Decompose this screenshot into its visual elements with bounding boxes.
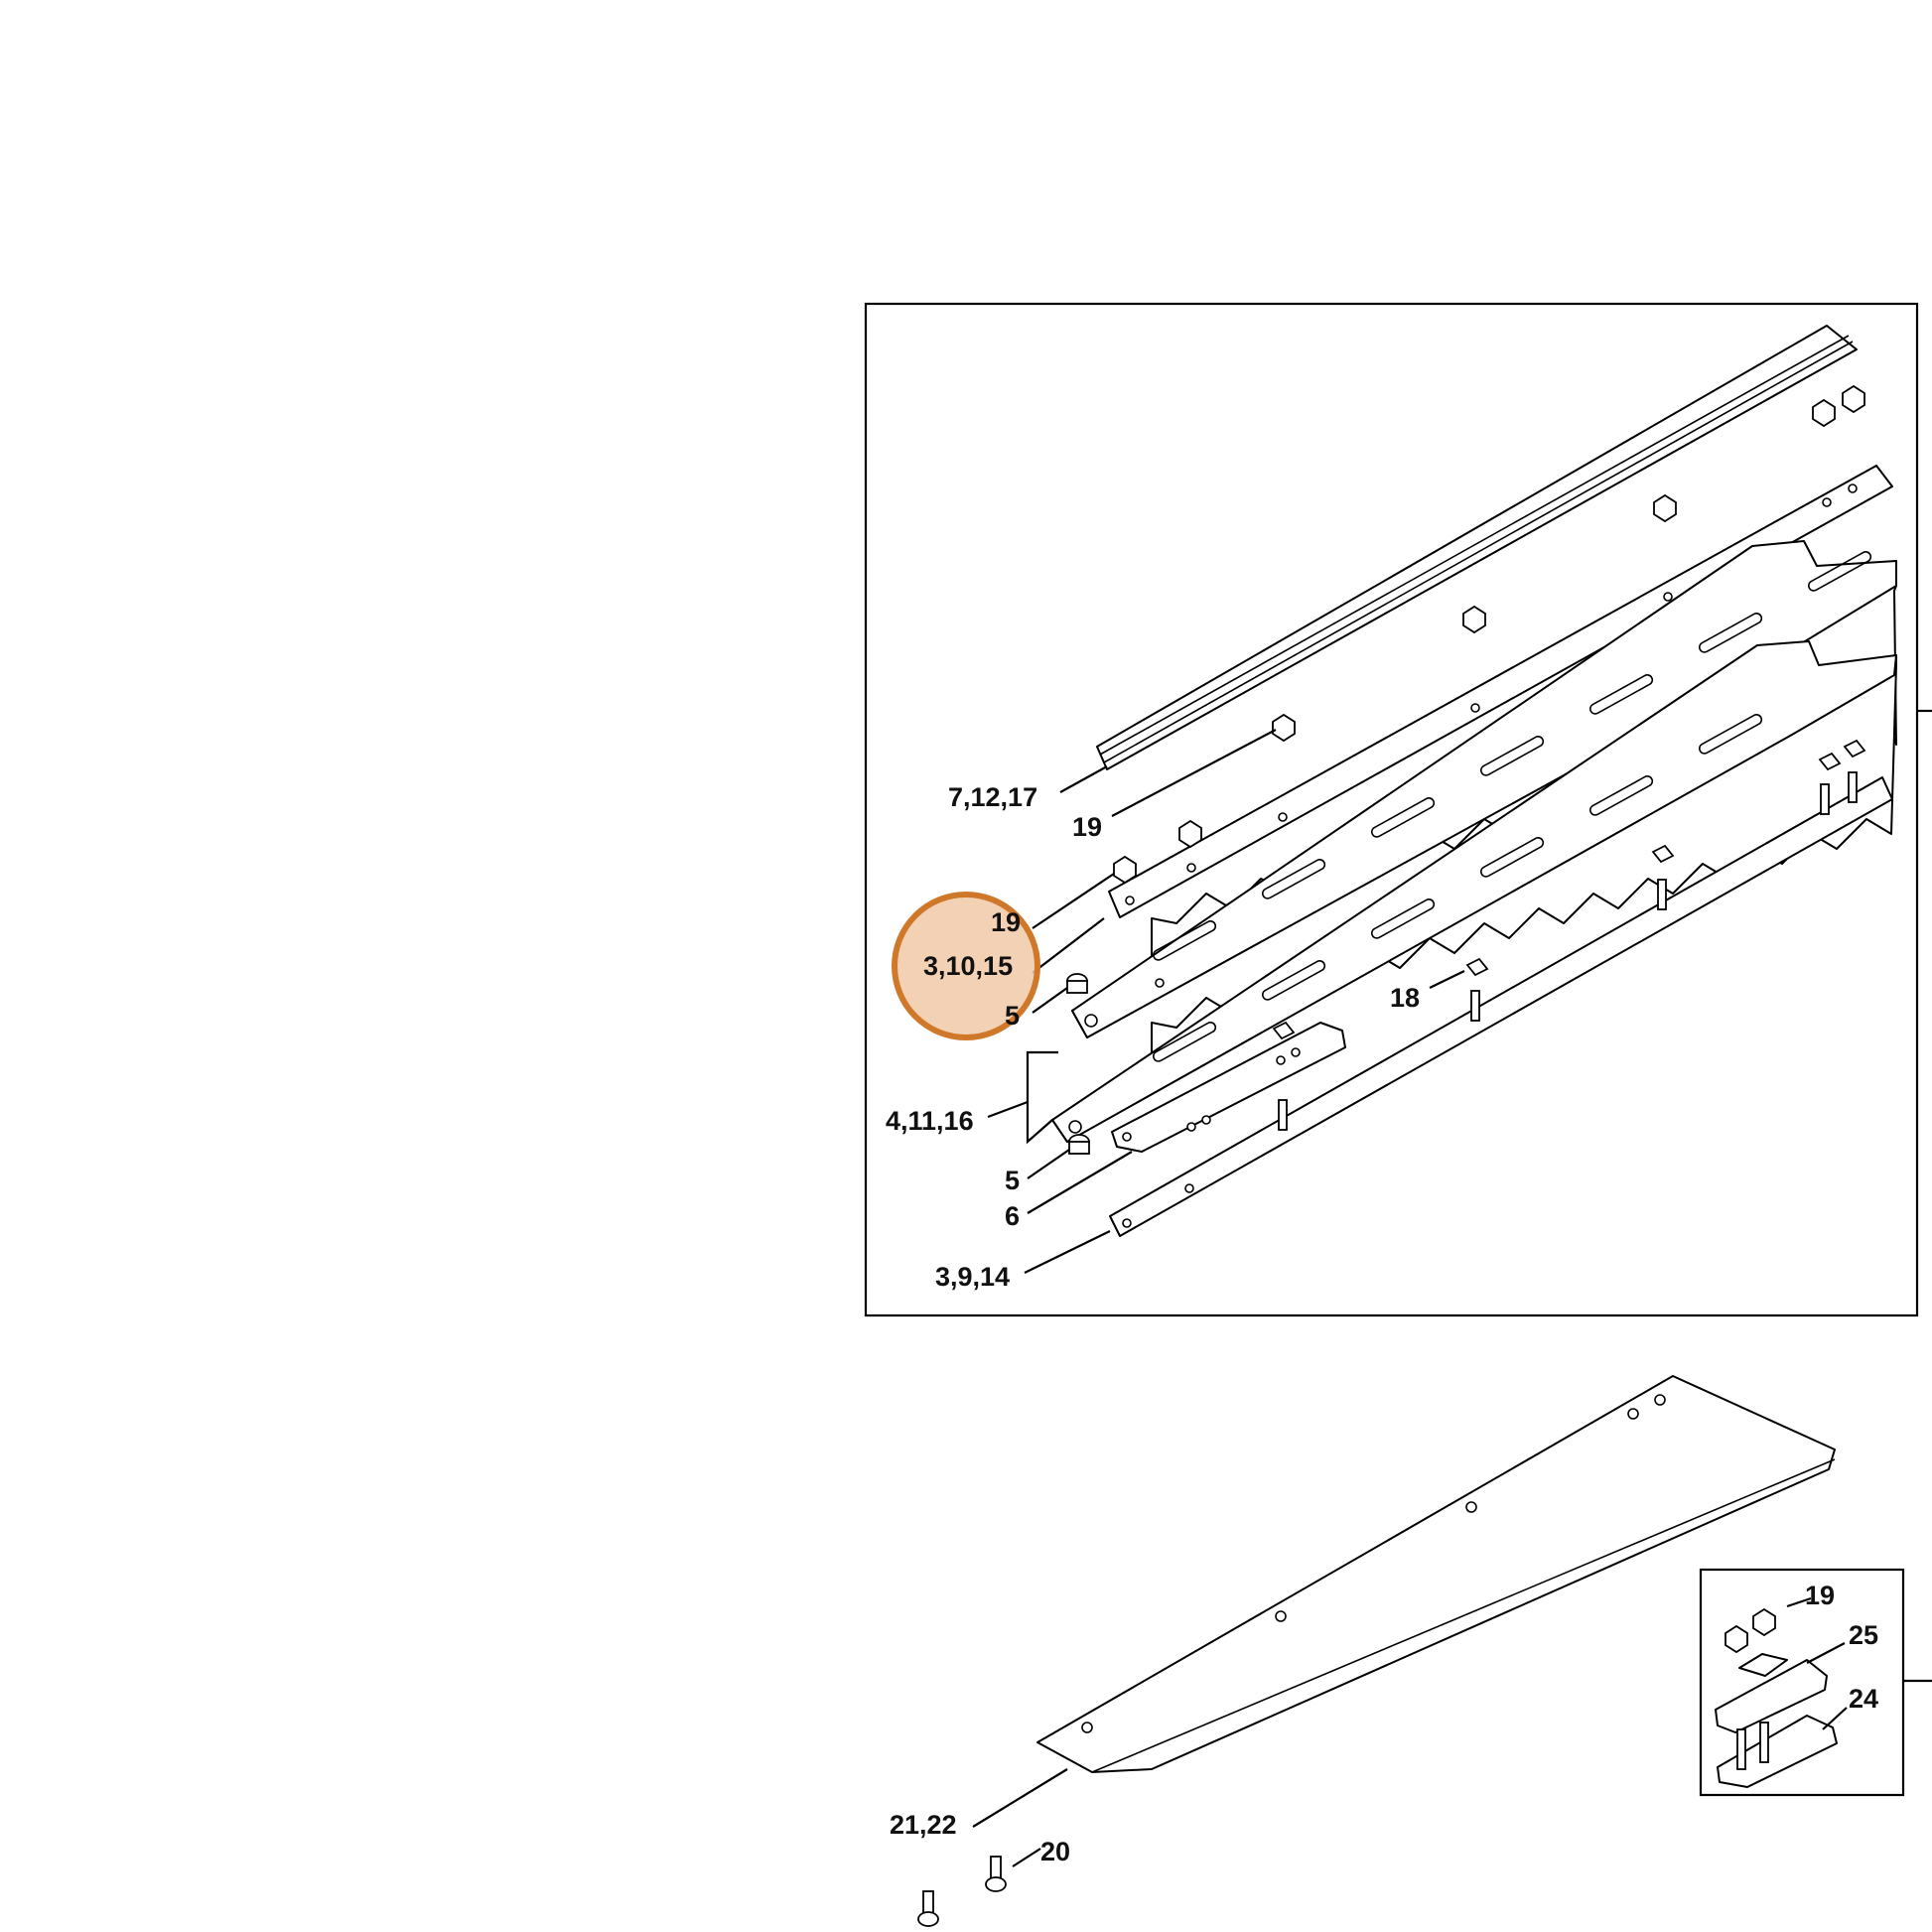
leader-lines-main [987,729,1465,1274]
carrier-plate [1111,1022,1346,1153]
inset-parts [1715,1607,1838,1788]
highlight-marker [892,892,1040,1040]
callout-19-c: 19 [1805,1581,1835,1610]
cutter-blade-lower [1051,640,1897,1143]
inset-leader-lines [1786,1596,1848,1730]
main-assembly-frame [864,302,1919,1317]
screws [917,1856,1007,1927]
guide-bar-bottom [1109,776,1893,1237]
callout-3-9-14: 3,9,14 [935,1262,1010,1292]
guide-bar-top [1108,465,1893,918]
hex-nuts [1113,384,1865,885]
callout-20: 20 [1040,1837,1070,1866]
callout-18: 18 [1390,983,1420,1013]
leader-21-22 [972,1768,1068,1828]
callout-25: 25 [1849,1620,1878,1650]
spacer-bushings [1066,973,1090,1155]
callout-6: 6 [1005,1201,1020,1231]
callout-19-a: 19 [1072,812,1102,842]
callout-5-a: 5 [1005,1001,1020,1031]
cover-strip [1096,325,1858,770]
callout-3-10-15: 3,10,15 [923,951,1013,981]
callout-4-11-16: 4,11,16 [886,1106,974,1136]
blade-sheath [1036,1375,1836,1773]
callout-7-12-17: 7,12,17 [948,782,1037,812]
callout-21-22: 21,22 [890,1810,957,1840]
square-nuts-studs [1272,739,1866,1131]
callout-24: 24 [1849,1684,1878,1714]
leader-20 [1012,1848,1041,1867]
inset-frame [1699,1568,1905,1797]
callout-5-b: 5 [1005,1166,1020,1195]
callout-19-b: 19 [991,907,1021,937]
